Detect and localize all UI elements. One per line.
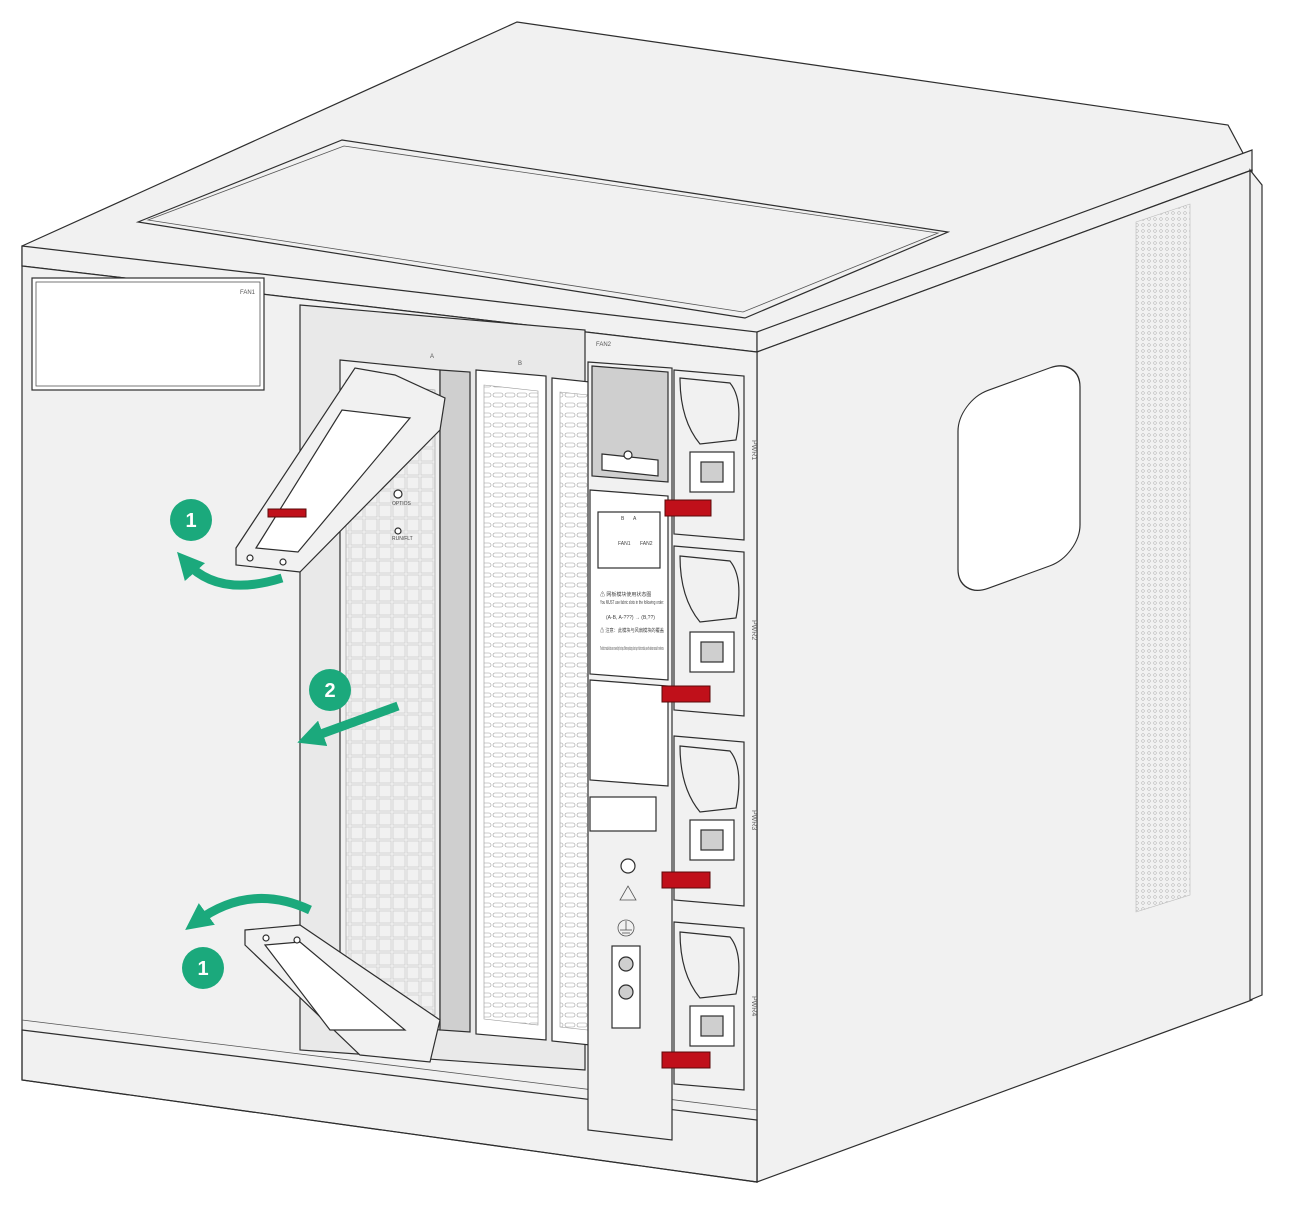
- step-1-bottom-arrow: [185, 893, 312, 931]
- panel-note-1-order: (A-B, A-???) → (B,??): [606, 615, 655, 621]
- panel-note-2-text: The fabric module slots are covered by f…: [600, 646, 664, 652]
- psu-label: PWR4: [750, 996, 757, 1016]
- latch-tab: [267, 508, 307, 518]
- fabric-module[interactable]: OPTIOS RUN/FLT A: [339, 354, 471, 1033]
- card-led-label: RUN/FLT: [392, 536, 413, 542]
- psu-label: PWR1: [750, 440, 757, 460]
- psu-4[interactable]: PWR4: [661, 921, 757, 1091]
- panel-slot-tag: B: [621, 516, 625, 522]
- step-1-bottom-badge: 1: [182, 947, 224, 989]
- panel-slot-tag: A: [633, 516, 637, 522]
- panel-slot-tag: FAN2: [640, 541, 653, 547]
- panel-slot-tag: FAN1: [618, 541, 631, 547]
- panel-note-1-text: You MUST use fabric slots in the followi…: [600, 600, 664, 606]
- psu-label: PWR2: [750, 620, 757, 640]
- power-icon: [623, 450, 633, 460]
- chassis-top: [21, 21, 1253, 353]
- warning-icon: [619, 885, 637, 901]
- step-1-top-badge: 1: [170, 499, 212, 541]
- panel-note-2-title: ⚠ 注意：此模块与风扇模块的覆盖: [600, 627, 664, 634]
- led-icon: [394, 527, 402, 535]
- slot-label-b: B: [518, 361, 522, 367]
- slot-label-a: A: [430, 354, 434, 360]
- step-2-arrow: [297, 701, 400, 747]
- esd-icon: [620, 858, 636, 874]
- fan1-label: FAN1: [240, 290, 256, 296]
- psu-2[interactable]: PWR2: [661, 545, 757, 717]
- top-ejector-lever[interactable]: [235, 367, 446, 573]
- step-2-badge: 2: [309, 669, 351, 711]
- bottom-ejector-lever[interactable]: [244, 924, 441, 1063]
- ground-icon: [617, 919, 635, 937]
- fan2-label: FAN2: [596, 342, 612, 348]
- step-number: 1: [197, 958, 208, 980]
- psu-latch-tab[interactable]: [661, 1051, 711, 1069]
- psu-latch-tab[interactable]: [661, 685, 711, 703]
- fan-slot-2: [551, 377, 591, 1046]
- chassis-right-side: [756, 168, 1263, 1183]
- psu-3[interactable]: PWR3: [661, 735, 757, 907]
- psu-latch-tab[interactable]: [661, 871, 711, 889]
- fan-slot-1: B: [475, 361, 547, 1041]
- step-1-top-arrow: [177, 551, 284, 590]
- step-number: 1: [185, 510, 196, 532]
- psu-label: PWR3: [750, 810, 757, 830]
- label-column: B A FAN1 FAN2 ⚠ 网板模块使用状态图 You MUST use f…: [587, 361, 673, 1141]
- panel-note-1-title: ⚠ 网板模块使用状态图: [600, 591, 651, 598]
- psu-latch-tab[interactable]: [664, 499, 712, 517]
- step-number: 2: [324, 680, 335, 702]
- card-led-label: OPTIOS: [392, 501, 412, 507]
- psu-1[interactable]: PWR1: [664, 369, 757, 541]
- led-icon: [393, 489, 403, 499]
